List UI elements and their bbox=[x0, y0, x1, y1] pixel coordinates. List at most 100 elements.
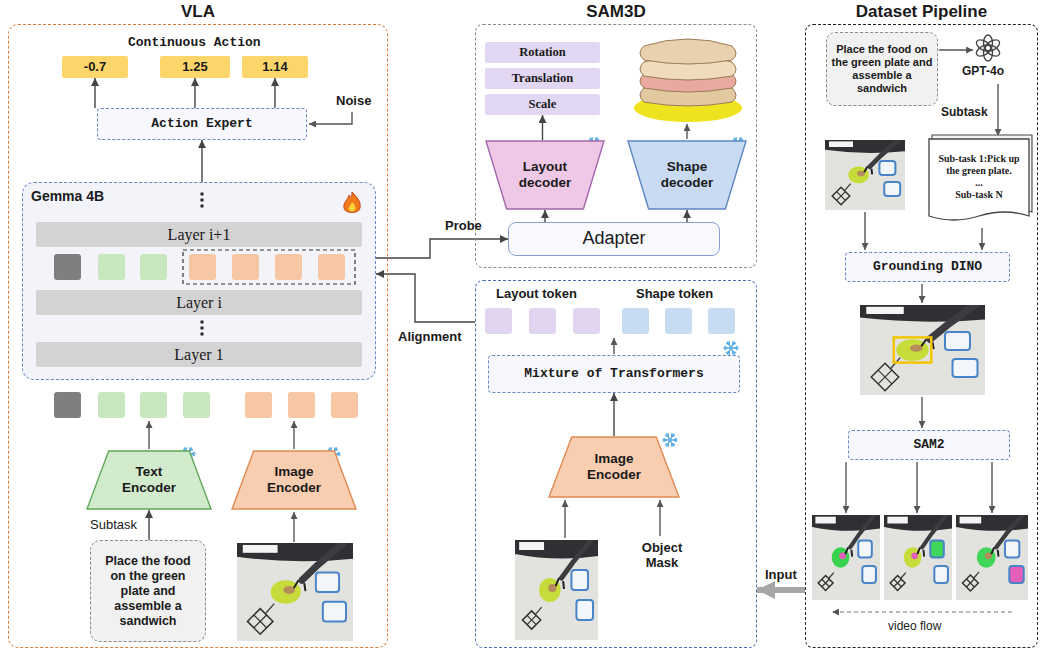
robot-scene-photo bbox=[884, 515, 952, 600]
ellipsis-dots bbox=[200, 204, 204, 208]
flow-arrow bbox=[981, 228, 982, 250]
trapezoid-outline bbox=[549, 437, 679, 497]
trapezoid-outline bbox=[628, 141, 746, 209]
node-text: Sub-task N bbox=[955, 189, 1003, 201]
snowflake-icon bbox=[667, 440, 671, 446]
flow-arrow bbox=[997, 84, 998, 136]
node-text: Grounding DINO bbox=[873, 259, 982, 275]
connector-arrow bbox=[274, 78, 275, 108]
snowflake-icon bbox=[663, 434, 677, 446]
snowflake-icon bbox=[664, 440, 666, 442]
snowflake-icon bbox=[595, 138, 597, 140]
node-text: -0.7 bbox=[84, 59, 106, 75]
fire-icon bbox=[344, 192, 360, 213]
text-wrap: Rotation bbox=[485, 42, 600, 63]
node-text: Text Encoder bbox=[112, 464, 186, 496]
snowflake-icon bbox=[731, 342, 735, 348]
robot-scene-photo bbox=[860, 305, 985, 395]
token-squares bbox=[622, 308, 649, 334]
robot-scene-photo bbox=[829, 141, 853, 147]
grounding-dino-box: Grounding DINO bbox=[845, 252, 1010, 282]
layer-bar: Layer i bbox=[36, 290, 362, 315]
robot-scene-photo bbox=[302, 543, 344, 580]
text-wrap: Place the food on the green plate and as… bbox=[827, 33, 937, 105]
ellipsis-dots bbox=[200, 192, 204, 196]
subtask-document: Sub-task 1:Pick up the green plate....Su… bbox=[928, 138, 1030, 226]
backbone-fill bbox=[22, 182, 376, 380]
connector-arrow bbox=[201, 140, 202, 182]
snowflake-icon bbox=[337, 452, 339, 454]
text-wrap: SAM2 bbox=[849, 431, 1009, 459]
robot-scene-photo bbox=[860, 305, 985, 395]
fire-icon bbox=[344, 192, 360, 213]
snowflake-icon bbox=[671, 434, 673, 436]
robot-scene-photo bbox=[930, 305, 975, 339]
flow-arrow bbox=[659, 500, 660, 536]
node-text: SAM3D bbox=[476, 2, 756, 22]
flow-arrow bbox=[921, 397, 922, 428]
flow-caption: video flow bbox=[888, 619, 941, 633]
robot-scene-photo bbox=[519, 542, 544, 550]
snowflake-icon bbox=[727, 343, 729, 345]
robot-scene-photo bbox=[576, 600, 593, 620]
token-squares bbox=[318, 254, 345, 280]
robot-scene-photo bbox=[237, 543, 353, 641]
node-text: Image Encoder bbox=[257, 464, 331, 496]
connector-arrow bbox=[542, 115, 543, 140]
snowflake-icon bbox=[672, 443, 674, 445]
token-squares bbox=[275, 254, 302, 280]
robot-scene-photo bbox=[815, 517, 835, 524]
flow-arrow bbox=[921, 284, 922, 303]
robot-scene-photo bbox=[966, 572, 979, 587]
pose-output: Translation bbox=[485, 68, 600, 89]
flow-arrow bbox=[293, 421, 294, 449]
node-text: Layout token bbox=[496, 286, 577, 302]
snowflake-icon bbox=[667, 434, 671, 440]
robot-scene-photo bbox=[956, 515, 1028, 600]
token-squares bbox=[485, 308, 512, 334]
snowflake-icon bbox=[666, 435, 668, 437]
text-wrap: Layer 1 bbox=[36, 342, 362, 367]
action-value: 1.25 bbox=[160, 56, 230, 78]
text-wrap: Scale bbox=[485, 94, 600, 115]
gemma-backbone: Gemma 4BLayer i+1Layer iLayer 1 bbox=[22, 182, 376, 380]
connector-arrow bbox=[686, 210, 687, 222]
text-wrap: Translation bbox=[485, 68, 600, 89]
node-text: Place the food on the green plate and as… bbox=[97, 554, 199, 629]
flow-arrow bbox=[991, 462, 992, 513]
text-wrap: 1.25 bbox=[160, 56, 230, 78]
connector-arrow bbox=[544, 210, 545, 222]
snowflake-icon bbox=[335, 449, 337, 451]
connector-arrow bbox=[613, 393, 614, 436]
robot-scene-photo bbox=[850, 515, 874, 547]
vla-panel: VLA-0.71.251.14Action ExpertGemma 4BLaye… bbox=[8, 24, 388, 648]
node-text: Gemma 4B bbox=[31, 188, 104, 205]
pose-output: Rotation bbox=[485, 42, 600, 63]
snowflake-icon bbox=[731, 348, 735, 354]
fire-icon bbox=[349, 202, 356, 212]
node-text: Layout decoder bbox=[508, 159, 582, 191]
snowflake-icon bbox=[334, 448, 336, 450]
gpt-logo bbox=[974, 35, 1001, 61]
token-squares bbox=[98, 392, 125, 418]
robot-scene-photo bbox=[515, 540, 598, 640]
robot-scene-photo bbox=[294, 580, 306, 591]
document-page bbox=[929, 139, 1029, 220]
flow-arrow bbox=[939, 49, 973, 50]
robot-scene-photo bbox=[922, 515, 946, 547]
robot-scene-photo bbox=[561, 540, 591, 578]
adapter-box: Adapter bbox=[508, 222, 720, 256]
robot-scene-photo bbox=[953, 359, 978, 377]
node-text: Translation bbox=[512, 71, 574, 86]
action-value: 1.14 bbox=[242, 56, 308, 78]
snowflake-icon bbox=[728, 352, 730, 354]
flow-label: Subtask bbox=[941, 105, 988, 119]
token-squares bbox=[232, 254, 259, 280]
robot-scene-photo bbox=[812, 515, 880, 600]
robot-scene-photo bbox=[960, 517, 982, 524]
ellipsis-dots bbox=[200, 198, 204, 202]
token-squares bbox=[183, 392, 210, 418]
robot-scene-photo bbox=[934, 566, 948, 583]
text-wrap: Shape decoder bbox=[627, 140, 747, 210]
robot-scene-photo bbox=[237, 543, 353, 641]
